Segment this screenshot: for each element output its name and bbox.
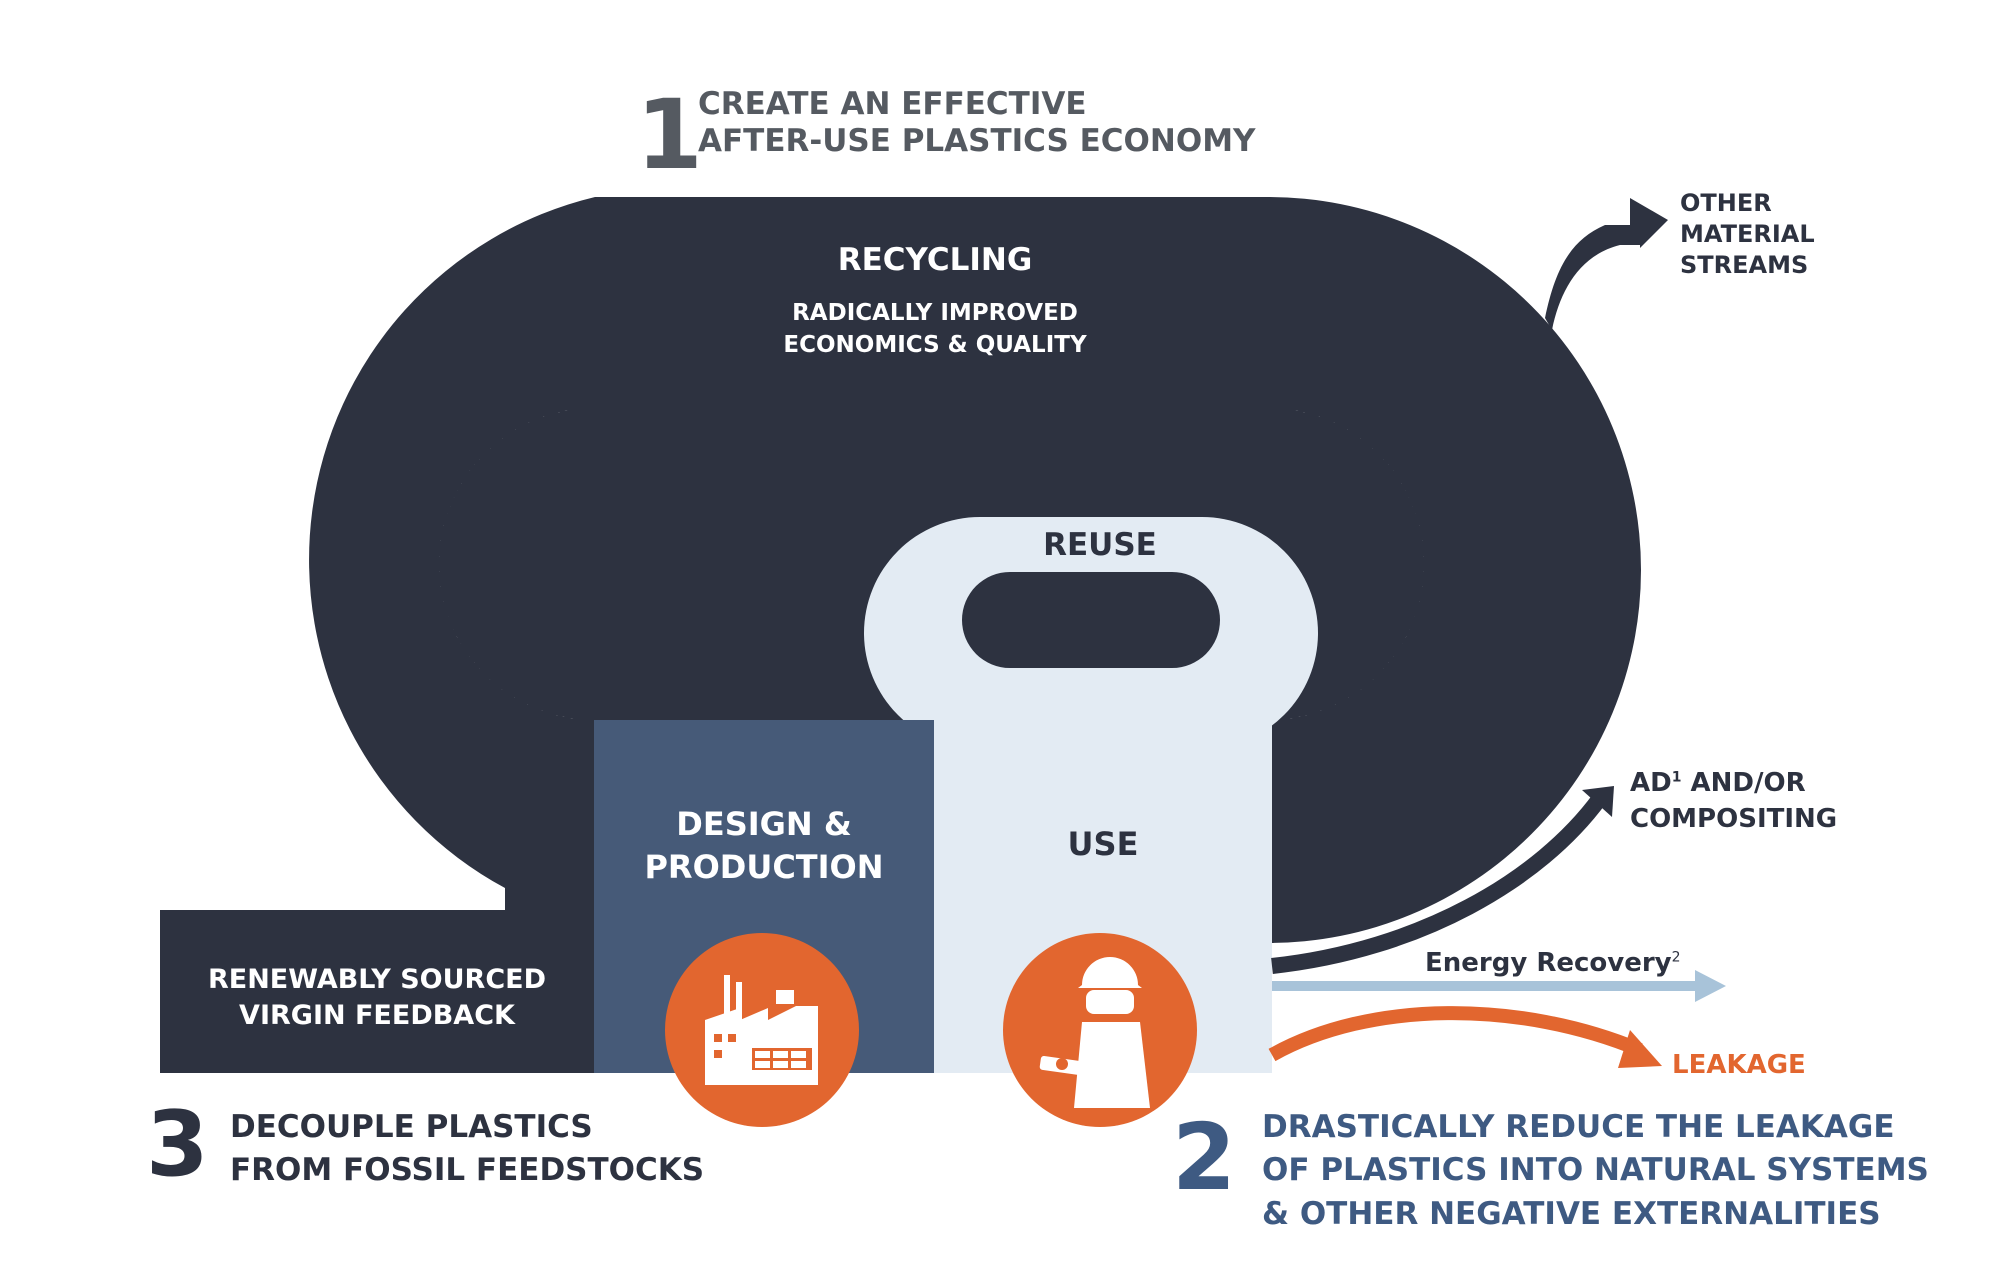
goal3-line1: DECOUPLE PLASTICS <box>230 1109 593 1145</box>
renewable-line2: VIRGIN FEEDBACK <box>239 1000 515 1032</box>
reuse-title: REUSE <box>1043 527 1157 563</box>
ad-line2: COMPOSITING <box>1630 803 1838 834</box>
other-line2: MATERIAL <box>1680 220 1815 249</box>
other-streams-label: OTHER MATERIAL STREAMS <box>1680 188 1815 282</box>
worker-icon <box>1039 957 1150 1108</box>
energy-recovery-label: Energy Recovery2 <box>1425 948 1681 979</box>
factory-icon <box>705 975 818 1085</box>
goal3-number: 3 <box>146 1092 209 1197</box>
design-production-label: DESIGN & PRODUCTION <box>594 803 934 888</box>
reuse-loop <box>864 517 1318 749</box>
use-title: USE <box>1067 825 1139 863</box>
goal2-line1: DRASTICALLY REDUCE THE LEAKAGE <box>1262 1109 1895 1145</box>
goal1-line1: CREATE AN EFFECTIVE <box>698 86 1087 122</box>
design-line1: DESIGN & <box>676 805 852 843</box>
recycling-subtitle: RADICALLY IMPROVED ECONOMICS & QUALITY <box>740 298 1130 361</box>
leakage-arrow <box>1268 1006 1643 1062</box>
goal3-line2: FROM FOSSIL FEEDSTOCKS <box>230 1152 705 1189</box>
goal2-text: DRASTICALLY REDUCE THE LEAKAGE OF PLASTI… <box>1262 1106 1929 1236</box>
goal2-line3: & OTHER NEGATIVE EXTERNALITIES <box>1262 1195 1881 1232</box>
goal3-text: DECOUPLE PLASTICS FROM FOSSIL FEEDSTOCKS <box>230 1106 704 1193</box>
ad-arrow <box>1271 793 1607 974</box>
goal2-line2: OF PLASTICS INTO NATURAL SYSTEMS <box>1262 1152 1929 1189</box>
ad-rest: AND/OR <box>1681 768 1806 798</box>
ad-sup: 1 <box>1671 769 1682 786</box>
renewable-line1: RENEWABLY SOURCED <box>207 964 547 995</box>
energy-arrowhead <box>1695 970 1726 1002</box>
energy-sup: 2 <box>1671 949 1681 966</box>
energy-text: Energy Recovery <box>1425 948 1672 978</box>
other-streams-branch <box>1545 198 1668 330</box>
recycling-title: RECYCLING <box>837 242 1033 278</box>
ad-line1: AD1 AND/OR <box>1630 766 1837 802</box>
recycling-sub1: RADICALLY IMPROVED <box>792 300 1078 326</box>
goal1-line2: AFTER-USE PLASTICS ECONOMY <box>698 122 1256 159</box>
leakage-arrowhead <box>1618 1030 1662 1068</box>
goal2-number: 2 <box>1172 1104 1237 1211</box>
renewable-bar <box>160 910 600 1073</box>
ad-composting-label: AD1 AND/OR COMPOSITING <box>1630 766 1837 838</box>
ad-prefix: AD <box>1630 768 1672 798</box>
goal1-number: 1 <box>636 79 703 191</box>
other-line1: OTHER <box>1680 189 1772 217</box>
ad-arrowhead <box>1582 786 1614 817</box>
design-line2: PRODUCTION <box>644 847 884 886</box>
recycling-sub2: ECONOMICS & QUALITY <box>783 331 1087 358</box>
leakage-label: LEAKAGE <box>1672 1050 1806 1080</box>
renewable-label: RENEWABLY SOURCED VIRGIN FEEDBACK <box>160 962 594 1035</box>
goal1-text: CREATE AN EFFECTIVE AFTER-USE PLASTICS E… <box>698 86 1256 159</box>
other-line3: STREAMS <box>1680 251 1809 280</box>
